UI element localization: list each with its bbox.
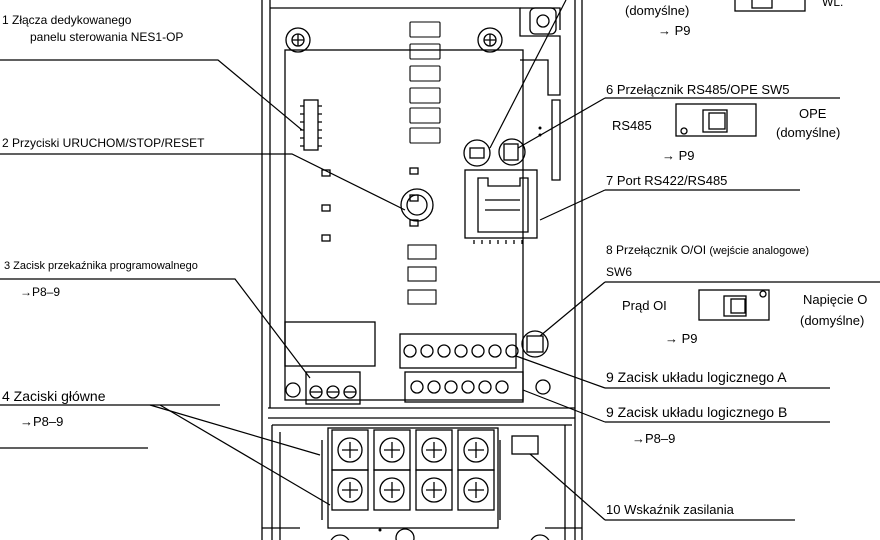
callout-6-right: OPE	[799, 106, 827, 121]
main-terminals	[321, 427, 550, 540]
chip-column-2	[407, 244, 437, 305]
leader-lines	[0, 0, 880, 521]
dip-switch-icon	[521, 330, 549, 358]
callout-1-line2: panelu sterowania NES1-OP	[30, 30, 184, 44]
dip-switch-icon	[498, 138, 526, 166]
callout-8-main: 8 Przełącznik O/OI	[606, 243, 707, 257]
relay-terminal-block	[284, 321, 376, 405]
callout-5-ref: → P9	[658, 23, 691, 38]
callout-4: 4 Zaciski główne	[2, 388, 106, 404]
screw-icon	[285, 27, 311, 53]
callout-6-left: RS485	[612, 118, 652, 133]
callout-5-default: (domyślne)	[625, 3, 690, 18]
callout-4-ref: →P8–9	[20, 414, 64, 429]
callout-8-ref: → P9	[665, 331, 698, 346]
dip-switch-icon	[463, 139, 491, 167]
callout-2: 2 Przyciski URUCHOM/STOP/RESET	[2, 136, 205, 150]
callout-3: 3 Zacisk przekaźnika programowalnego	[4, 260, 198, 272]
callout-8-right: Napięcie O	[803, 292, 868, 307]
callout-8-left: Prąd OI	[622, 298, 667, 313]
callout-7: 7 Port RS422/RS485	[606, 173, 728, 188]
callout-9a: 9 Zacisk układu logicznego A	[606, 369, 787, 385]
logic-terminal-block-a	[399, 333, 519, 369]
rj45-port-icon	[464, 169, 538, 244]
callout-8-sub: (wejście analogowe)	[709, 245, 810, 257]
callout-9b: 9 Zacisk układu logicznego B	[606, 404, 788, 420]
run-stop-reset-button-icon	[400, 188, 434, 222]
device-housing	[261, 0, 583, 540]
switch-sw5-diagram	[675, 103, 757, 137]
callout-9-ref: →P8–9	[632, 431, 676, 446]
screw-icon	[477, 27, 503, 53]
callout-5-partial: WL.	[822, 0, 844, 9]
callout-6-ref: → P9	[662, 148, 695, 163]
panel-connector-icon	[300, 99, 322, 151]
callout-1-line1: 1 Złącza dedykowanego	[2, 13, 132, 27]
callout-8: 8 Przełącznik O/OI (wejście analogowe)	[606, 244, 809, 257]
callout-3-ref: →P8–9	[20, 285, 61, 299]
callout-10: 10 Wskaźnik zasilania	[606, 502, 734, 517]
logic-terminal-block-b	[404, 371, 524, 403]
switch-sw6-diagram	[698, 289, 770, 321]
callout-6: 6 Przełącznik RS485/OPE SW5	[606, 82, 790, 97]
callout-6-default: (domyślne)	[776, 125, 841, 140]
relay-chip-column	[409, 21, 441, 144]
switch-top-partial	[734, 0, 806, 12]
power-indicator-led-icon	[511, 435, 539, 455]
callout-8-default: (domyślne)	[800, 313, 865, 328]
callout-8-sw: SW6	[606, 265, 633, 279]
